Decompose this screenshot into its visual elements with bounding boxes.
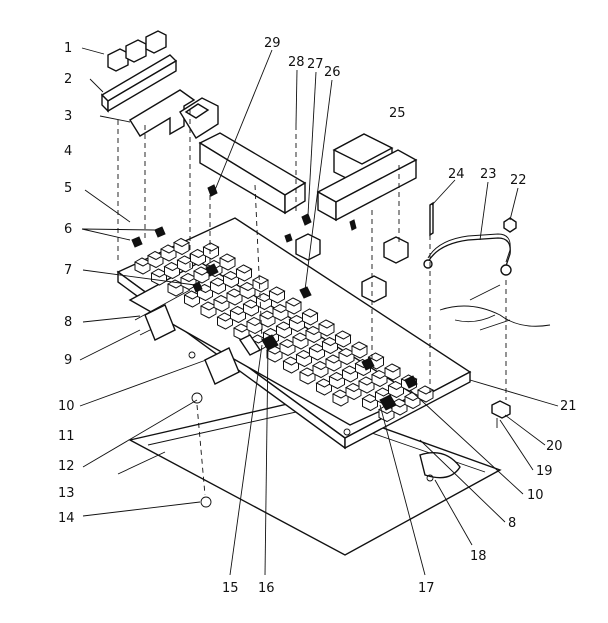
cable-and-fasteners [423, 201, 517, 428]
keycap [321, 336, 339, 355]
keycap [284, 297, 303, 315]
callout-label: 8 [64, 315, 72, 330]
callout-label: 1 [64, 41, 72, 56]
keycap [235, 264, 253, 282]
keycap [390, 398, 409, 416]
callout-label: 13 [58, 486, 75, 501]
keycap [357, 376, 376, 394]
keycap [258, 310, 277, 328]
callout-label: 8 [508, 516, 516, 531]
keycap [166, 279, 185, 297]
callout-label: 16 [258, 581, 275, 596]
callout-label: 20 [546, 439, 563, 454]
callout-label: 6 [64, 222, 72, 237]
callout-label: 9 [64, 353, 72, 368]
callout-label: 4 [64, 144, 72, 159]
callout-label: 10 [527, 488, 544, 503]
callout-label: 22 [510, 173, 527, 188]
keycap [268, 286, 286, 304]
keycap [337, 347, 356, 366]
keycap [383, 363, 402, 381]
keycap [222, 270, 240, 289]
callout-label: 2 [64, 72, 72, 87]
keycap [245, 316, 264, 335]
callout-label: 15 [222, 581, 239, 596]
keycap [341, 365, 359, 383]
callout-label: 3 [64, 109, 72, 124]
keycap [387, 380, 405, 399]
callout-label: 18 [470, 549, 487, 564]
callout-label: 29 [264, 36, 281, 51]
callout-label: 23 [480, 167, 497, 182]
keycap [301, 308, 319, 326]
keycap [304, 325, 323, 344]
keycap [295, 349, 313, 368]
callout-label: 7 [64, 263, 72, 278]
keycap [172, 237, 191, 256]
callout-label: 21 [560, 399, 577, 414]
callout-label: 26 [324, 65, 341, 80]
keycap [202, 242, 220, 260]
callout-label: 5 [64, 181, 72, 196]
callout-label: 12 [58, 459, 75, 474]
callout-label: 24 [448, 167, 465, 182]
keycap [209, 277, 227, 295]
callout-label: 19 [536, 464, 553, 479]
bottom-plate [128, 399, 502, 556]
callout-label: 25 [389, 106, 406, 121]
keycap [416, 385, 435, 403]
keycap [159, 244, 178, 262]
loose-keys [295, 233, 409, 303]
keycap [288, 314, 306, 333]
top-caps [100, 30, 307, 215]
keycap [218, 253, 237, 271]
keycap [317, 319, 336, 337]
key-grid [133, 237, 435, 423]
callout-label: 11 [58, 429, 75, 444]
callout-label: 27 [307, 57, 324, 72]
callout-label: 28 [288, 55, 305, 70]
keycap [350, 341, 369, 359]
switch-parts [131, 184, 418, 508]
keycap [334, 330, 352, 348]
guide-lines [117, 110, 551, 496]
callout-label: 17 [418, 581, 435, 596]
keycap [163, 261, 181, 280]
keycap [242, 299, 260, 317]
large-keycaps [316, 133, 418, 222]
keycap [251, 275, 270, 293]
callout-label: 14 [58, 511, 75, 526]
leader-lines [79, 47, 559, 576]
callout-label: 10 [58, 399, 75, 414]
callout-labels: 1 2 3 4 5 6 7 8 9 10 11 12 13 14 15 16 1… [58, 36, 577, 596]
